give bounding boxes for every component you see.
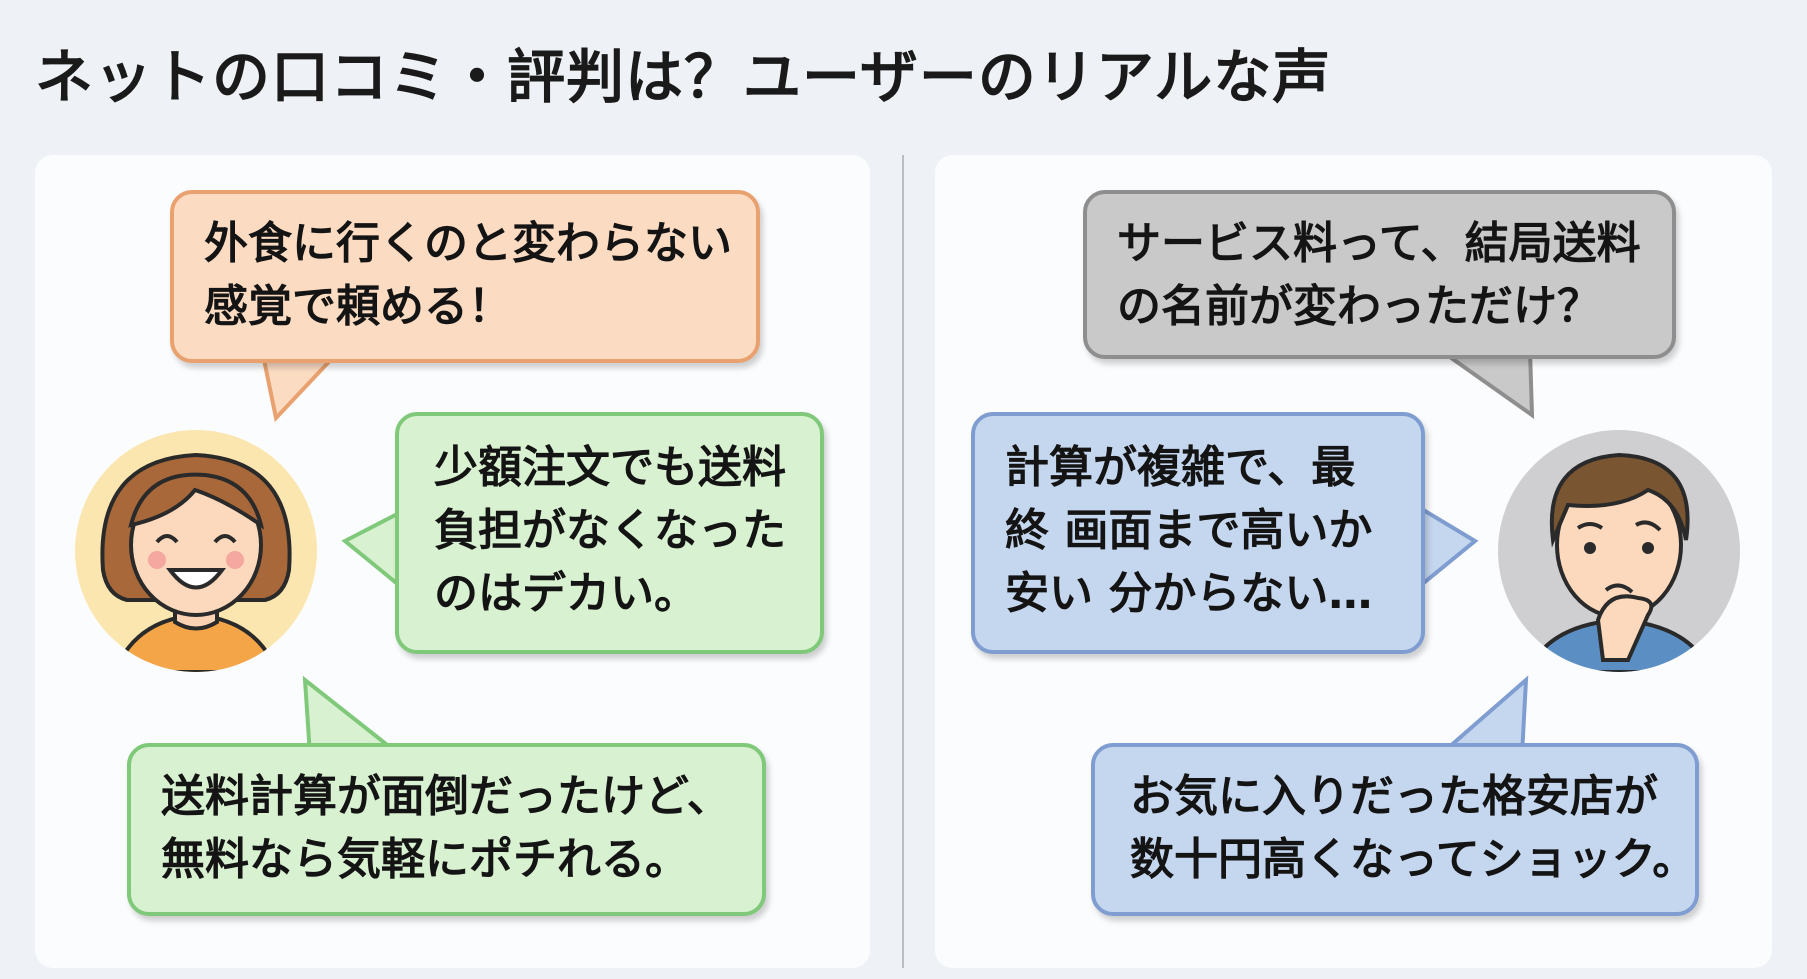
review-text: 安い 分からない… [1005,568,1373,619]
review-text: 外食に行くのと変わらない [204,218,732,269]
confused-man-icon [1498,430,1740,672]
review-text: 終 画面まで高いか [1005,505,1373,556]
review-text: 計算が複雑で、最 [1005,442,1356,493]
review-bubble: サービス料って、結局送料 の名前が変わっただけ？ [1083,190,1676,359]
panel-divider [902,155,904,968]
review-bubble: 送料計算が面倒だったけど、 無料なら気軽にポチれる。 [127,743,766,916]
review-text: のはデカい。 [434,568,698,619]
review-text: サービス料って、結局送料 [1117,218,1641,269]
review-bubble: 外食に行くのと変わらない 感覚で頼める！ [170,190,760,363]
review-text: 数十円高くなってショック。 [1130,834,1697,885]
review-text: 感覚で頼める！ [204,281,512,332]
bubble-tail [1433,348,1535,419]
smiling-woman-icon [75,430,317,672]
review-text: の名前が変わっただけ？ [1117,281,1601,332]
review-text: 送料計算が面倒だったけど、 [161,771,731,822]
review-text: 無料なら気軽にポチれる。 [161,834,689,885]
review-bubble: 少額注文でも送料 負担がなくなった のはデカい。 [395,412,824,654]
review-text: お気に入りだった格安店が [1130,771,1658,822]
review-bubble: お気に入りだった格安店が 数十円高くなってショック。 [1091,743,1699,916]
page-title: ネットの口コミ・評判は？ユーザーのリアルな声 [35,43,1332,111]
review-bubble: 計算が複雑で、最 終 画面まで高いか 安い 分からない… [971,412,1425,654]
review-text: 負担がなくなった [434,505,786,556]
review-text: 少額注文でも送料 [434,442,786,493]
